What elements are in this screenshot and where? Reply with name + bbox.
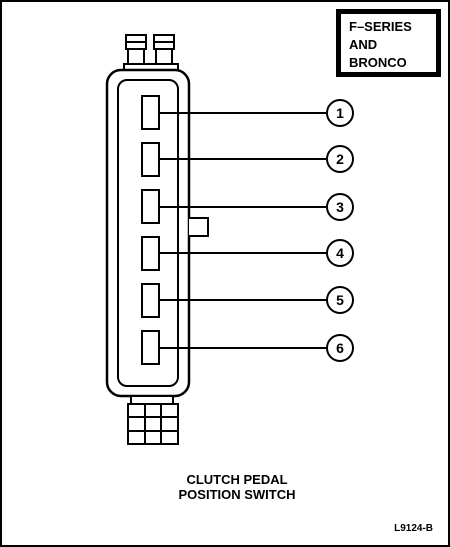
pin-cavity	[141, 95, 160, 130]
pin-number: 1	[336, 105, 344, 121]
pin-callout	[326, 145, 354, 173]
badge-line-1: F–SERIES	[349, 19, 412, 34]
pin-callout	[326, 99, 354, 127]
pin-5: 5	[141, 283, 354, 318]
pin-cavity	[141, 283, 160, 318]
pin-number: 3	[336, 199, 344, 215]
bottom-terminals	[127, 395, 179, 445]
caption-line-1: CLUTCH PEDAL	[186, 472, 287, 487]
pin-callout	[326, 239, 354, 267]
pin-number: 4	[336, 245, 344, 261]
pin-cavity	[141, 330, 160, 365]
badge-line-3: BRONCO	[349, 55, 407, 70]
pin-1: 1	[141, 95, 354, 130]
caption-line-2: POSITION SWITCH	[179, 487, 296, 502]
connector-body	[105, 68, 209, 398]
pin-cavity	[141, 236, 160, 271]
badge-line-2: AND	[349, 37, 377, 52]
pin-callout	[326, 334, 354, 362]
pin-2: 2	[141, 142, 354, 177]
pin-cavity	[141, 142, 160, 177]
pin-callout	[326, 286, 354, 314]
figure-id: L9124-B	[394, 523, 433, 534]
pin-number: 6	[336, 340, 344, 356]
pin-6: 6	[141, 330, 354, 365]
pin-4: 4	[141, 236, 354, 271]
top-terminals	[123, 34, 179, 73]
pin-3: 3	[141, 189, 354, 224]
badge-box: F–SERIES AND BRONCO	[336, 9, 441, 77]
pin-number: 5	[336, 292, 344, 308]
pin-cavity	[141, 189, 160, 224]
pin-number: 2	[336, 151, 344, 167]
pin-callout	[326, 193, 354, 221]
